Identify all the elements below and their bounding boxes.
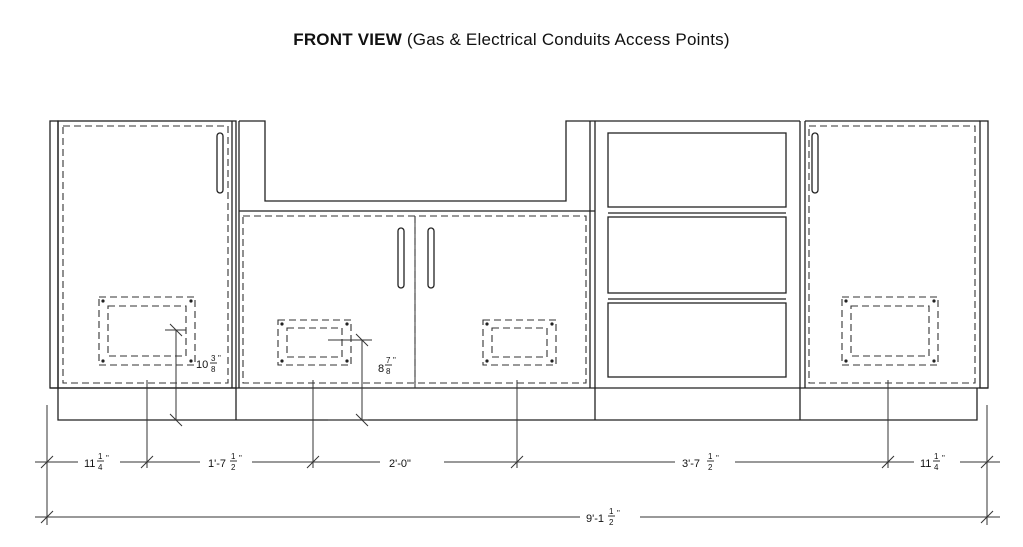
- access-point-left: [98, 296, 196, 366]
- svg-text:2: 2: [708, 463, 713, 472]
- dim-label-seg3: 2'-0": [389, 458, 411, 470]
- svg-text:": ": [942, 454, 945, 463]
- svg-text:": ": [239, 454, 242, 463]
- svg-text:": ": [106, 454, 109, 463]
- height-left-num: 3: [211, 354, 216, 363]
- height-dim-mid: 8 7 8 ": [328, 333, 396, 427]
- dim-label-seg5: 11 1 4 ": [920, 452, 945, 472]
- handle-right-door: [811, 132, 819, 194]
- title-subtitle: (Gas & Electrical Conduits Access Points…: [406, 30, 730, 49]
- height-left-den: 8: [211, 365, 216, 374]
- inner-boundaries: [62, 125, 976, 384]
- left-end-panel: [49, 120, 59, 389]
- extension-lines: [46, 380, 988, 525]
- left-door-cabinet: [57, 120, 237, 389]
- dimension-line-segments: [35, 455, 1000, 469]
- height-mid-tail: ": [393, 356, 396, 365]
- handle-center-right-door: [427, 227, 435, 289]
- height-mid-num: 7: [386, 356, 391, 365]
- dim-label-seg1: 11 1 4 ": [84, 452, 109, 472]
- handle-center-left-door: [397, 227, 405, 289]
- access-point-right: [841, 296, 939, 366]
- dim-label-seg2: 1'-7 1 2 ": [208, 452, 242, 472]
- drawer-top: [607, 132, 787, 208]
- total-dim-whole: 9'-1: [586, 513, 604, 525]
- svg-text:1: 1: [708, 452, 713, 461]
- handle-left-door: [216, 132, 224, 194]
- cabinet-outline: [49, 120, 989, 421]
- svg-text:4: 4: [934, 463, 939, 472]
- svg-text:4: 4: [98, 463, 103, 472]
- svg-text:2: 2: [609, 518, 614, 527]
- svg-text:3'-7: 3'-7: [682, 458, 700, 470]
- height-left-tail: ": [218, 354, 221, 363]
- drawer-stack: [607, 132, 787, 378]
- door-handles: [216, 132, 819, 289]
- title-bold: FRONT VIEW: [293, 30, 402, 49]
- diagram-title: FRONT VIEW (Gas & Electrical Conduits Ac…: [0, 30, 1023, 50]
- drawer-middle: [607, 216, 787, 294]
- svg-text:1: 1: [231, 452, 236, 461]
- svg-text:1: 1: [98, 452, 103, 461]
- height-mid-den: 8: [386, 367, 391, 376]
- total-dimension: 9'-1 1 2 ": [35, 507, 1000, 527]
- grill-cutout: [239, 120, 595, 202]
- access-point-center-right: [482, 319, 557, 366]
- svg-text:2'-0": 2'-0": [389, 458, 411, 470]
- dim-label-seg4: 3'-7 1 2 ": [682, 452, 719, 472]
- svg-text:": ": [617, 509, 620, 518]
- height-mid-whole: 8: [378, 363, 384, 375]
- access-point-center-left: [277, 319, 352, 366]
- svg-text:11: 11: [84, 458, 95, 470]
- right-end-panel: [979, 120, 989, 389]
- svg-text:1: 1: [934, 452, 939, 461]
- drawer-bottom: [607, 302, 787, 378]
- height-left-whole: 10: [196, 359, 208, 371]
- svg-text:": ": [716, 454, 719, 463]
- svg-text:1'-7: 1'-7: [208, 458, 226, 470]
- svg-text:2: 2: [231, 463, 236, 472]
- svg-text:11: 11: [920, 458, 931, 470]
- height-dim-left: 10 3 8 ": [165, 323, 221, 427]
- svg-text:1: 1: [609, 507, 614, 516]
